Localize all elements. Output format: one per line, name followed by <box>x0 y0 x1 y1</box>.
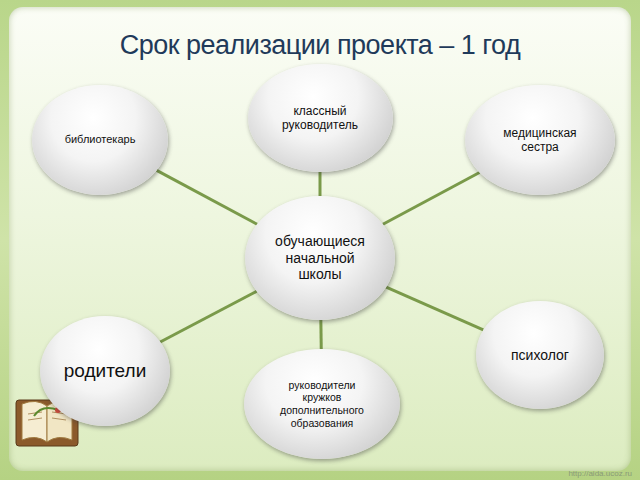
role-circle: психолог <box>476 301 604 409</box>
node-label: родители <box>64 360 147 383</box>
role-circle: классный руководитель <box>248 64 393 172</box>
connector-line <box>319 320 322 349</box>
connector-line <box>383 172 480 224</box>
node-label: психолог <box>511 347 569 364</box>
connector-line <box>319 172 322 196</box>
connector-line <box>157 170 257 224</box>
role-circle: руководители кружков дополнительного обр… <box>244 349 400 459</box>
role-circle: родители <box>40 316 170 426</box>
slide-title: Срок реализации проекта – 1 год <box>0 30 640 61</box>
node-label: классный руководитель <box>272 104 368 133</box>
node-label: медицинская сестра <box>490 126 590 155</box>
role-circle: медицинская сестра <box>465 85 615 195</box>
watermark: http://aida.ucoz.ru <box>568 469 632 478</box>
center-circle: обучающиеся начальной школы <box>245 196 395 320</box>
node-label: библиотекарь <box>65 133 136 146</box>
node-label: руководители кружков дополнительного обр… <box>270 379 374 429</box>
connector-line <box>386 287 483 330</box>
node-label: обучающиеся начальной школы <box>270 233 370 283</box>
role-circle: библиотекарь <box>32 85 168 195</box>
connector-line <box>160 291 256 342</box>
